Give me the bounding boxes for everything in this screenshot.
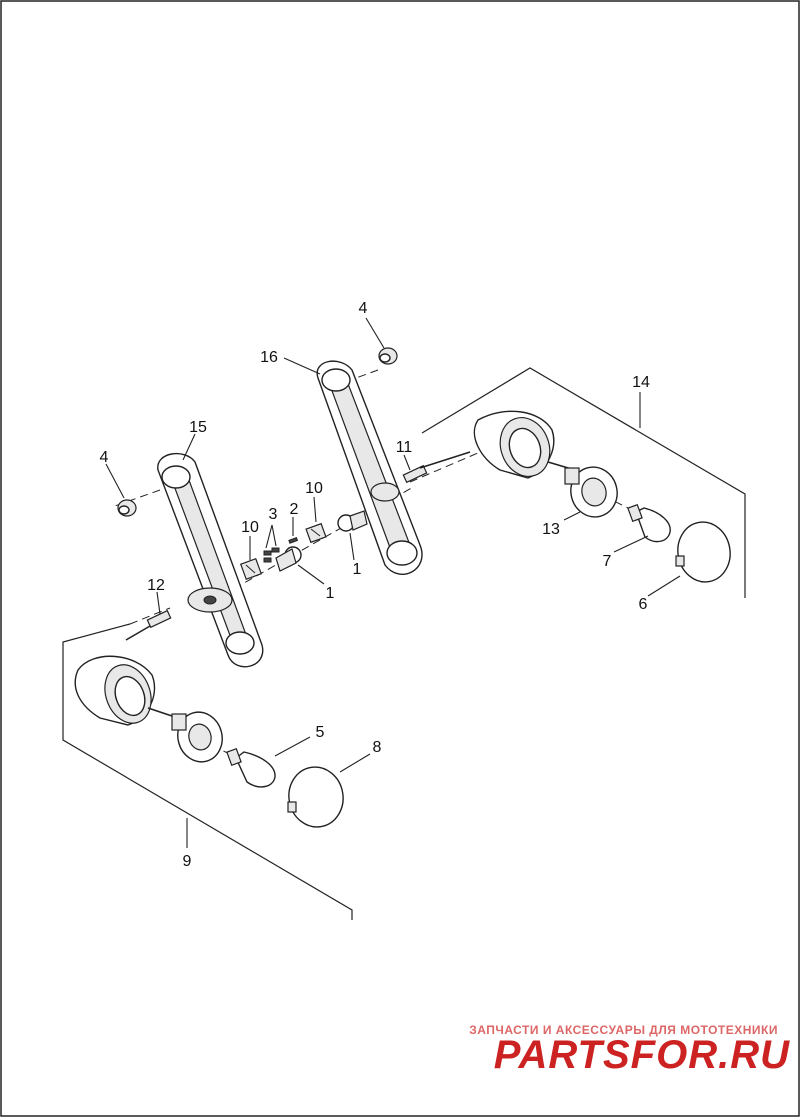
leader: [365, 317, 385, 349]
assembly-bracket-14: [421, 367, 746, 598]
assembly-bracket-9: [62, 623, 353, 920]
watermark-brand: PARTSFOR.RU: [494, 1033, 790, 1077]
leader: [349, 532, 355, 561]
terminals-3: [263, 547, 280, 563]
callout-2: 2: [290, 501, 299, 518]
leader: [297, 564, 325, 585]
connector-10-upper: [305, 522, 327, 544]
leader: [613, 535, 649, 553]
callout-1-upper: 1: [353, 561, 362, 578]
leader: [156, 591, 161, 615]
leader: [271, 524, 277, 547]
watermark: ЗАПЧАСТИ И АКСЕССУАРЫ ДЛЯ МОТОТЕХНИКИ PA…: [469, 1023, 790, 1077]
callout-3: 3: [269, 506, 278, 523]
bulb-5: [226, 747, 276, 788]
leader: [339, 753, 371, 773]
acorn-nut-lower: [117, 499, 137, 517]
lens-6: [675, 521, 731, 583]
watermark-tagline: ЗАПЧАСТИ И АКСЕССУАРЫ ДЛЯ МОТОТЕХНИКИ: [469, 1023, 778, 1037]
callout-12: 12: [147, 577, 165, 594]
callout-7: 7: [603, 553, 612, 570]
callout-8: 8: [373, 739, 382, 756]
pin-2: [288, 537, 299, 544]
acorn-nut-upper: [378, 347, 398, 365]
callout-14: 14: [632, 374, 650, 391]
turn-signal-housing-upper: [473, 410, 576, 479]
leader: [182, 433, 196, 461]
callout-4-upper: 4: [359, 300, 368, 317]
lamp-socket-13: [564, 466, 618, 518]
leader: [563, 511, 581, 521]
leader: [403, 454, 411, 471]
callout-5: 5: [316, 724, 325, 741]
centerline: [129, 607, 171, 625]
callout-15: 15: [189, 419, 207, 436]
callout-9: 9: [183, 853, 192, 870]
leader: [274, 736, 311, 757]
bracket-arm-15: [157, 452, 264, 668]
screw-1-lower: [275, 546, 302, 572]
leader: [105, 463, 125, 499]
callout-10-upper: 10: [305, 480, 323, 497]
callout-4-lower: 4: [100, 449, 109, 466]
connector-10-lower: [239, 557, 263, 581]
bulb-7: [627, 503, 671, 543]
callout-6: 6: [639, 596, 648, 613]
callout-1-lower: 1: [326, 585, 335, 602]
turn-signal-housing-lower: [74, 655, 173, 726]
centerline: [409, 446, 493, 483]
wire-connector-12: [125, 609, 172, 641]
callout-13: 13: [542, 521, 560, 538]
bracket-arm-16: [316, 360, 423, 575]
lamp-socket-lower: [171, 711, 223, 763]
leader: [313, 496, 317, 523]
wire-connector-11: [402, 451, 471, 484]
leader: [265, 524, 273, 549]
leader: [647, 575, 681, 597]
callout-10-lower: 10: [241, 519, 259, 536]
screw-1-upper: [337, 510, 368, 532]
lens-8: [287, 766, 344, 828]
leader: [283, 357, 321, 375]
callout-11: 11: [396, 439, 413, 456]
callout-16: 16: [260, 349, 278, 366]
